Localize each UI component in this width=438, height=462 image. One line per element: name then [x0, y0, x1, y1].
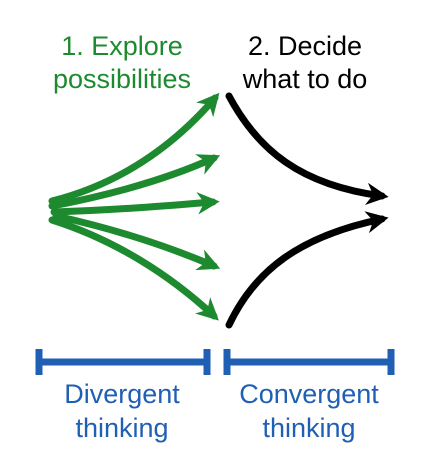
explore-heading-line1: 1. Explore [61, 31, 183, 61]
divergent-label-line1: Divergent [64, 379, 180, 409]
convergent-arrow-top [225, 92, 389, 206]
divergent-arrows [48, 92, 221, 321]
divergent-bracket [35, 349, 211, 375]
divergent-label-line2: thinking [75, 413, 168, 443]
convergent-bracket [223, 349, 395, 375]
divergent-arrow-2 [48, 154, 221, 210]
decide-heading-line1: 2. Decide [248, 31, 362, 61]
convergent-label-line2: thinking [262, 413, 355, 443]
divergent-arrow-4 [52, 212, 221, 271]
convergent-label-line1: Convergent [239, 379, 379, 409]
explore-heading-line2: possibilities [53, 64, 191, 94]
decide-heading-line2: what to do [242, 64, 368, 94]
divergent-arrow-5 [48, 216, 219, 321]
divergent-arrow-1 [48, 92, 220, 205]
convergent-arrows [225, 92, 389, 329]
divergent-arrow-3 [50, 192, 220, 216]
convergent-arrow-bottom [225, 211, 389, 329]
